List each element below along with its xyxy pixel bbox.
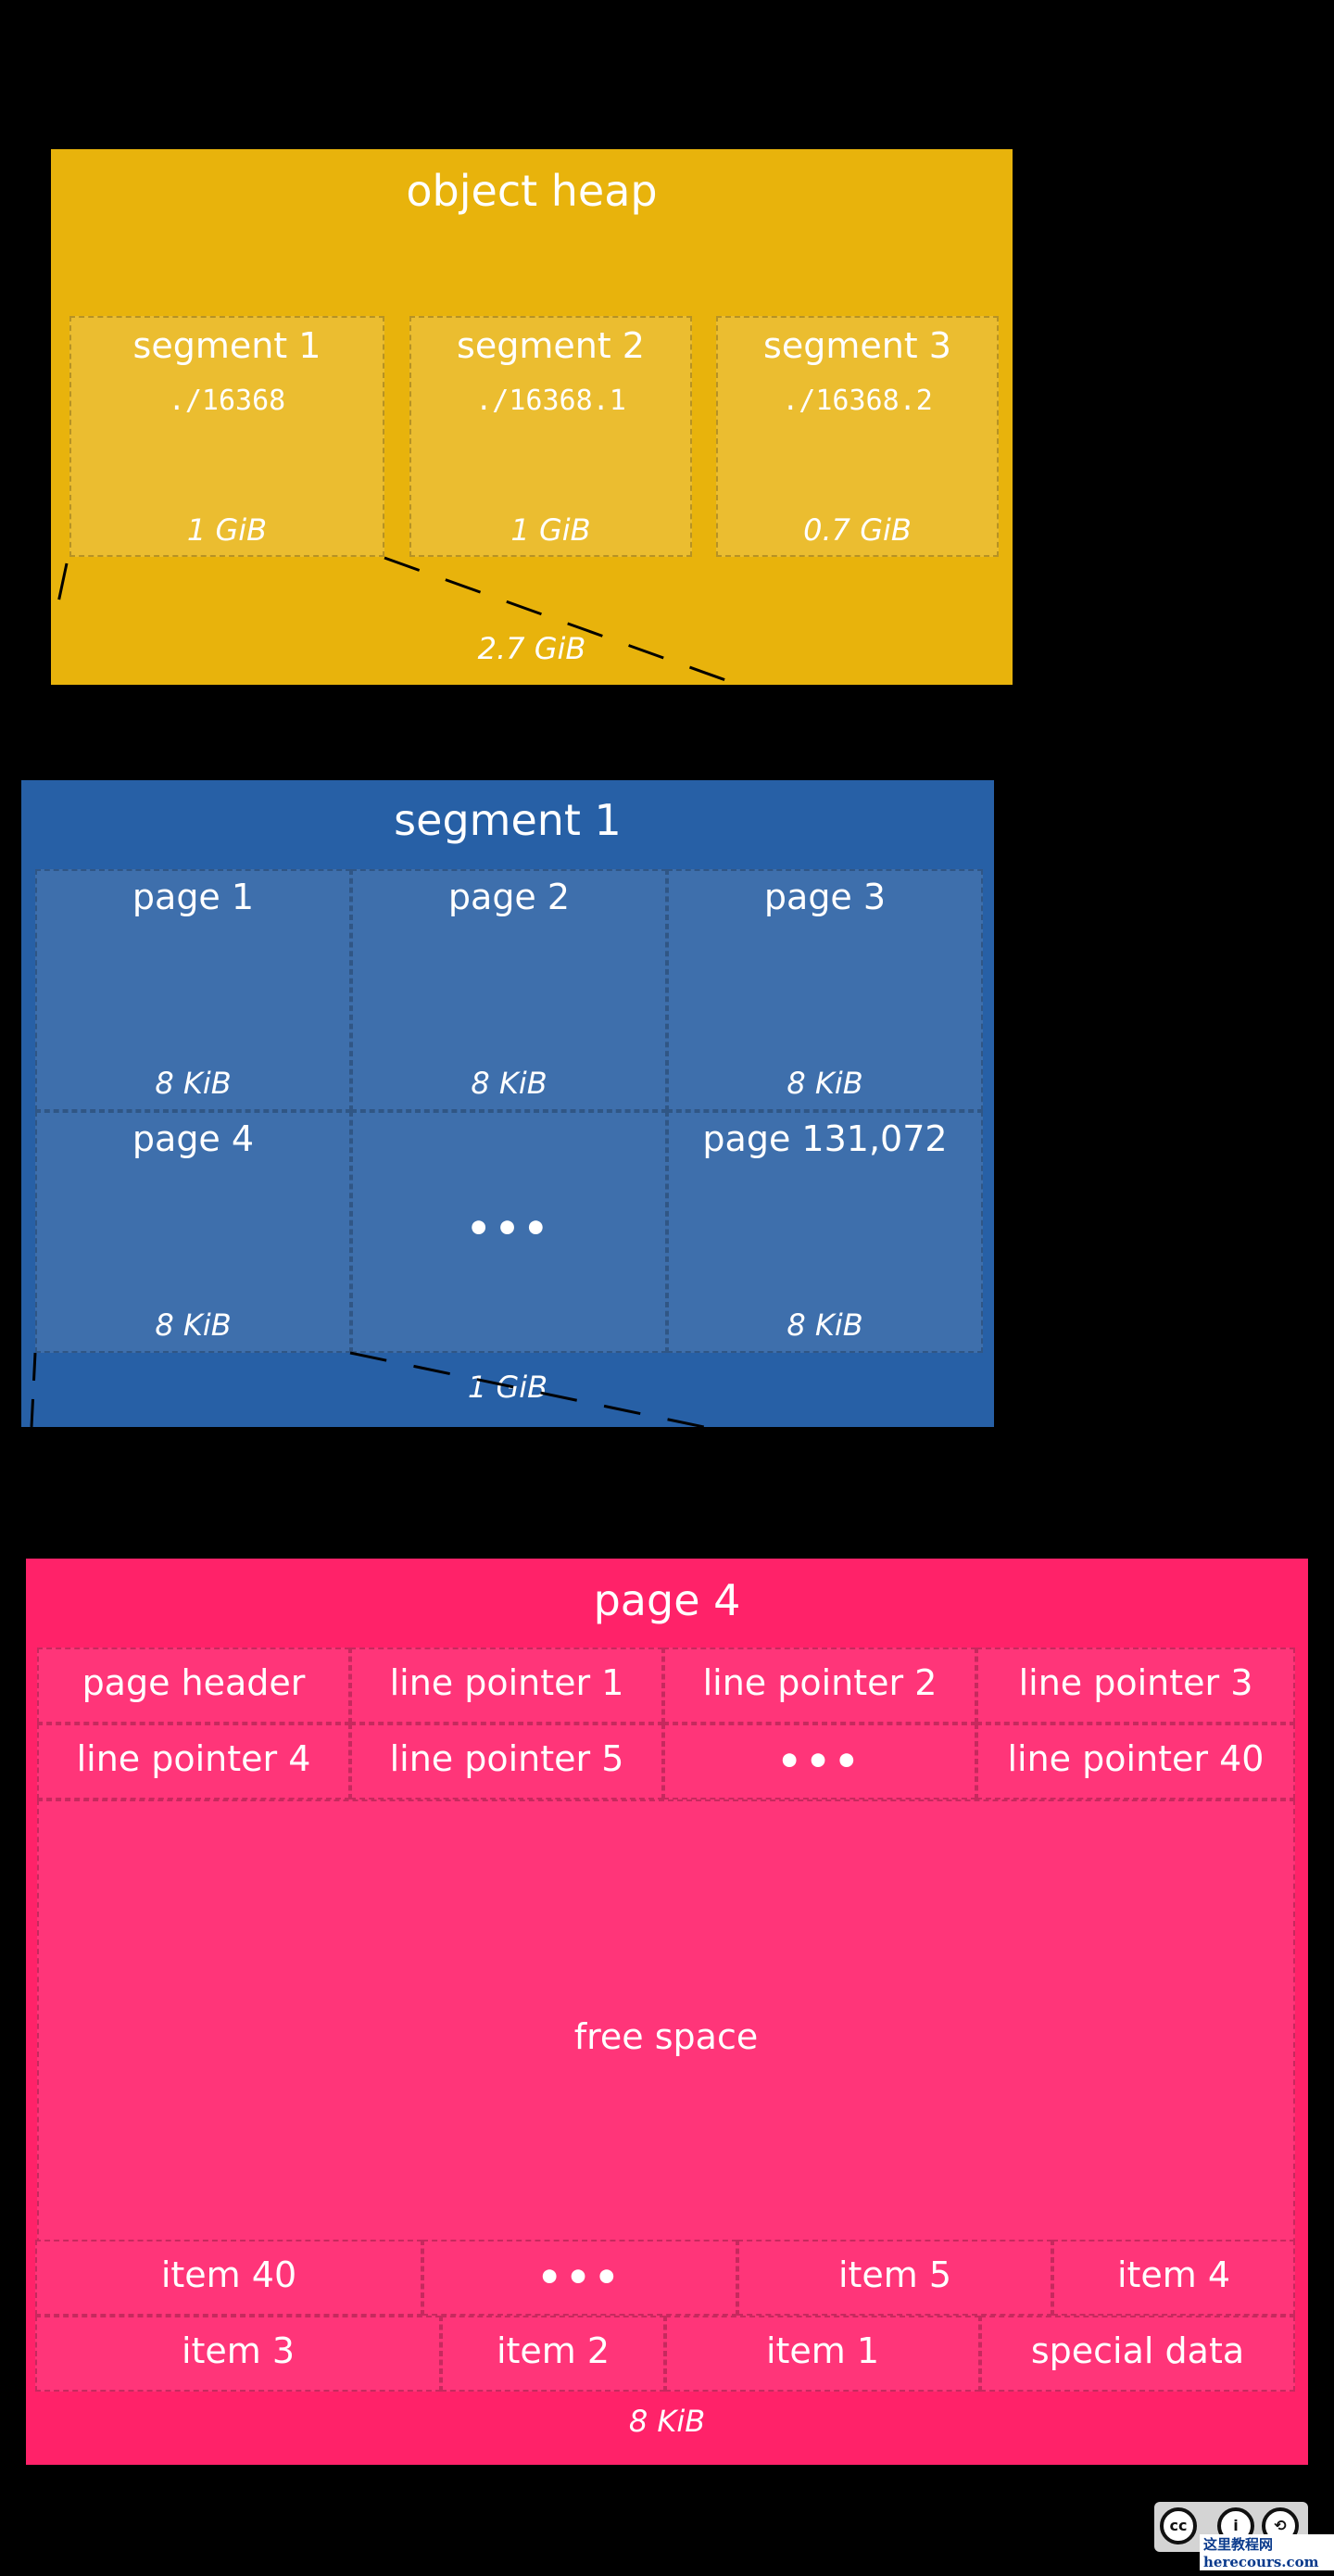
page-size: 8 KiB bbox=[787, 1307, 863, 1343]
heap-zoom-right-line bbox=[384, 556, 742, 688]
page-size: 8 KiB bbox=[471, 1066, 547, 1101]
page-cell-last: page 131,072 8 KiB bbox=[667, 1111, 983, 1353]
page-name: page 3 bbox=[763, 877, 887, 917]
cell-label: item 3 bbox=[181, 2330, 296, 2371]
segment-size: 1 GiB bbox=[510, 512, 591, 548]
cell-label: line pointer 5 bbox=[389, 1738, 624, 1779]
page-title: page 4 bbox=[593, 1575, 741, 1625]
item-cell: item 2 bbox=[441, 2316, 665, 2392]
special-data-cell: special data bbox=[980, 2316, 1295, 2392]
line-pointer-ellipsis-cell: ••• bbox=[663, 1724, 976, 1799]
page-size: 8 KiB bbox=[155, 1307, 232, 1343]
cell-label: page header bbox=[82, 1662, 306, 1703]
line-pointer-cell: line pointer 1 bbox=[350, 1648, 663, 1724]
free-space-area: free space bbox=[37, 1799, 1295, 2318]
line-pointer-cell: line pointer 2 bbox=[663, 1648, 976, 1724]
segment-file: ./16368 bbox=[168, 385, 286, 417]
page-cell-ellipsis: ••• bbox=[351, 1111, 667, 1353]
page-total-size: 8 KiB bbox=[628, 2404, 706, 2439]
page-name: page 4 bbox=[132, 1118, 255, 1159]
segment-name: segment 3 bbox=[763, 325, 951, 366]
page-name: page 1 bbox=[132, 877, 255, 917]
heap-zoom-left-line bbox=[56, 562, 69, 608]
page-cell-1: page 1 8 KiB bbox=[35, 869, 351, 1111]
segment-zoom-right-line bbox=[349, 1351, 705, 1429]
item-cell: item 3 bbox=[35, 2316, 441, 2392]
cell-label: item 2 bbox=[496, 2330, 610, 2371]
item-cell: item 1 bbox=[665, 2316, 980, 2392]
cell-label: item 40 bbox=[160, 2254, 297, 2295]
item-cell: item 5 bbox=[737, 2240, 1052, 2316]
page-name: page 2 bbox=[447, 877, 571, 917]
line-pointer-cell: line pointer 5 bbox=[350, 1724, 663, 1799]
cell-label: line pointer 40 bbox=[1007, 1738, 1265, 1779]
heap-segment-1: segment 1 ./16368 1 GiB bbox=[69, 316, 384, 557]
heap-segment-2: segment 2 ./16368.1 1 GiB bbox=[409, 316, 692, 557]
cell-label: line pointer 1 bbox=[389, 1662, 624, 1703]
page-cell-2: page 2 8 KiB bbox=[351, 869, 667, 1111]
page-size: 8 KiB bbox=[155, 1066, 232, 1101]
page-box: page 4 page header line pointer 1 line p… bbox=[26, 1559, 1308, 2465]
cell-label: line pointer 3 bbox=[1018, 1662, 1253, 1703]
object-heap-box: object heap segment 1 ./16368 1 GiB segm… bbox=[51, 149, 1013, 685]
segment-file: ./16368.2 bbox=[782, 385, 933, 417]
heap-segment-3: segment 3 ./16368.2 0.7 GiB bbox=[716, 316, 999, 557]
free-space-label: free space bbox=[573, 2016, 759, 2057]
segment-name: segment 2 bbox=[457, 325, 645, 366]
line-pointer-cell: line pointer 4 bbox=[37, 1724, 350, 1799]
cell-label: item 5 bbox=[837, 2254, 952, 2295]
segment-name: segment 1 bbox=[132, 325, 321, 366]
line-pointer-cell: line pointer 40 bbox=[976, 1724, 1295, 1799]
segment-size: 1 GiB bbox=[186, 512, 268, 548]
item-ellipsis-cell: ••• bbox=[422, 2240, 737, 2316]
cell-label: item 1 bbox=[765, 2330, 880, 2371]
cell-label: line pointer 4 bbox=[76, 1738, 311, 1779]
ellipsis-icon: ••• bbox=[776, 1738, 863, 1784]
item-cell: item 4 bbox=[1052, 2240, 1295, 2316]
page-cell-4: page 4 8 KiB bbox=[35, 1111, 351, 1353]
line-pointer-cell: line pointer 3 bbox=[976, 1648, 1295, 1724]
watermark: 这里教程网 herecours.com bbox=[1200, 2534, 1334, 2570]
page-cell-3: page 3 8 KiB bbox=[667, 869, 983, 1111]
segment-size: 0.7 GiB bbox=[803, 512, 912, 548]
segment-zoom-left-line bbox=[30, 1352, 37, 1428]
segment-box: segment 1 page 1 8 KiB page 2 8 KiB page… bbox=[21, 780, 994, 1427]
ellipsis-icon: ••• bbox=[536, 2254, 623, 2300]
segment-file: ./16368.1 bbox=[475, 385, 626, 417]
object-heap-title: object heap bbox=[406, 166, 658, 216]
cell-label: line pointer 2 bbox=[702, 1662, 938, 1703]
page-header-cell: page header bbox=[37, 1648, 350, 1724]
creative-commons-icon: cc bbox=[1160, 2507, 1197, 2544]
page-name: page 131,072 bbox=[702, 1118, 948, 1159]
segment-title: segment 1 bbox=[394, 795, 622, 845]
ellipsis-icon: ••• bbox=[466, 1206, 552, 1251]
cell-label: item 4 bbox=[1116, 2254, 1231, 2295]
item-cell: item 40 bbox=[35, 2240, 422, 2316]
page-size: 8 KiB bbox=[787, 1066, 863, 1101]
cell-label: special data bbox=[1030, 2330, 1245, 2371]
object-heap-total-size: 2.7 GiB bbox=[477, 631, 586, 666]
